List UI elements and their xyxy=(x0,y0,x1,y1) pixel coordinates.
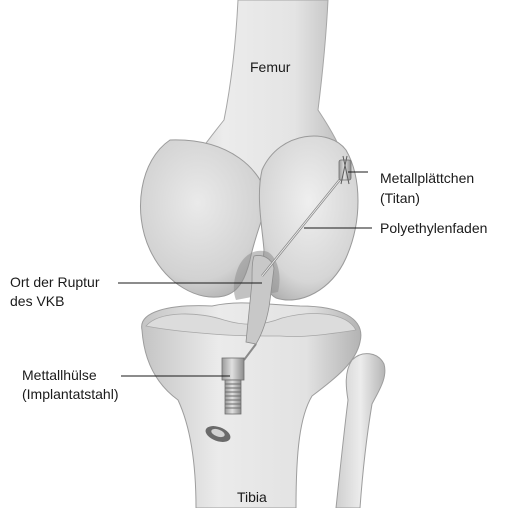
metal-plate xyxy=(339,156,351,184)
sleeve-label-line2: (Implantatstahl) xyxy=(22,386,118,402)
fibula xyxy=(336,354,385,508)
tibia-label: Tibia xyxy=(237,489,267,505)
metal-sleeve xyxy=(222,358,244,414)
femur-label: Femur xyxy=(250,59,291,75)
rupture-label-line2: des VKB xyxy=(10,293,64,309)
sleeve-label-line1: Mettallhülse xyxy=(22,367,97,383)
rupture-label-line1: Ort der Ruptur xyxy=(10,274,100,290)
plate-label-line2: (Titan) xyxy=(380,190,420,206)
thread-label: Polyethylenfaden xyxy=(380,220,487,236)
plate-label-line1: Metallplättchen xyxy=(380,170,474,186)
